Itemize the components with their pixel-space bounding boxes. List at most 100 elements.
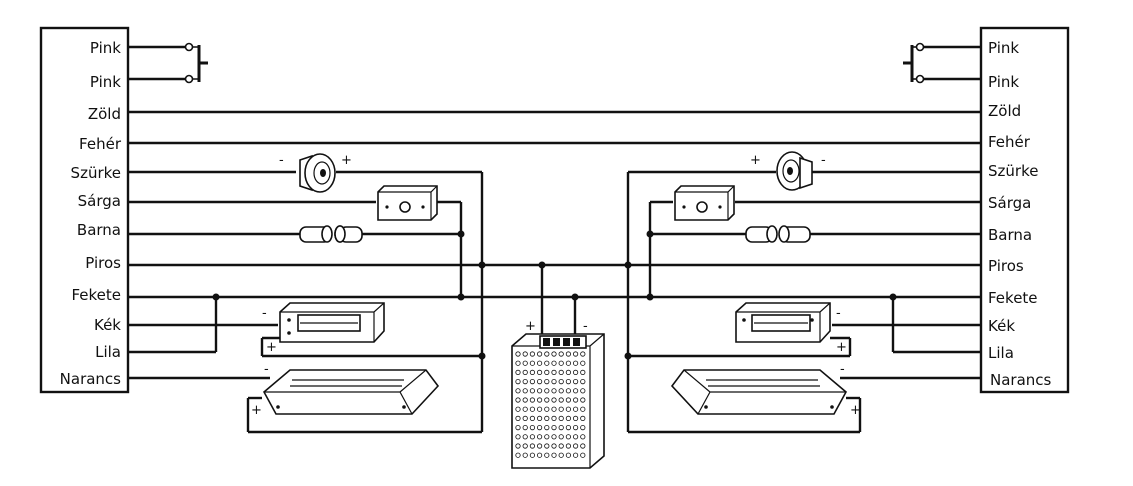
psu-vent-hole <box>544 452 550 458</box>
psu-vent-hole <box>565 378 572 385</box>
psu-vent-hole <box>544 378 550 385</box>
psu-vent-hole <box>544 434 550 440</box>
psu-vent-hole <box>515 388 521 394</box>
left-door-sensor-icon <box>299 225 363 243</box>
psu-vent-hole <box>529 443 536 449</box>
psu-vent-hole <box>580 406 586 412</box>
psu-vent-hole <box>544 360 550 366</box>
left-speaker-icon <box>299 153 336 193</box>
psu-vent-hole <box>551 369 557 375</box>
power-supply-icon <box>511 333 605 469</box>
psu-vent-hole <box>551 378 557 385</box>
psu-vent-hole <box>565 360 572 366</box>
psu-vent-hole <box>572 351 579 357</box>
psu-vent-hole <box>558 351 564 357</box>
psu-vent-hole <box>580 351 586 357</box>
left-label-barna: Barna <box>77 221 121 239</box>
left-maglock-icon <box>262 369 440 415</box>
psu-vent-hole <box>536 452 543 458</box>
polarity-marks: - + + - - + - + - + - + + - <box>251 153 861 418</box>
psu-vent-hole <box>522 378 528 385</box>
psu-vent-hole <box>565 397 572 403</box>
psu-vent-hole <box>580 434 586 440</box>
psu-vent-hole <box>551 397 557 403</box>
psu-vent-hole <box>522 443 528 449</box>
psu-vent-hole <box>522 351 528 357</box>
psu-vent-hole <box>565 434 572 440</box>
right-label-lila: Lila <box>988 344 1014 362</box>
psu-vent-hole <box>580 360 586 366</box>
psu-vent-hole <box>529 424 536 431</box>
psu-vent-hole <box>536 415 543 421</box>
psu-vent-hole <box>529 369 536 375</box>
junction-dots <box>212 230 897 360</box>
psu-vent-hole <box>572 443 579 449</box>
psu-vent-hole <box>515 351 521 357</box>
psu-minus: - <box>583 319 588 334</box>
psu-vent-hole <box>522 397 528 403</box>
right-speaker-icon <box>776 151 813 191</box>
psu-vent-hole <box>558 369 564 375</box>
right-label-pink-1: Pink <box>988 39 1019 57</box>
psu-vent-hole <box>544 388 550 394</box>
psu-vent-hole <box>515 443 521 449</box>
psu-vent-hole <box>572 434 579 440</box>
psu-vent-hole <box>580 452 586 458</box>
psu-vent-hole <box>536 397 543 403</box>
psu-vent-hole <box>558 443 564 449</box>
right-label-kek: Kék <box>988 317 1015 335</box>
psu-vent-hole <box>565 415 572 421</box>
psu-vent-hole <box>580 378 586 385</box>
right-strike-minus: - <box>836 306 841 321</box>
psu-vent-hole <box>565 443 572 449</box>
left-strike-minus: - <box>262 306 267 321</box>
left-strike-lock-icon <box>279 302 385 343</box>
psu-vent-hole <box>529 452 536 458</box>
right-speaker-minus: - <box>821 153 826 168</box>
psu-vent-hole <box>551 351 557 357</box>
psu-vent-hole <box>544 406 550 412</box>
psu-vent-hole <box>529 415 536 421</box>
psu-vent-hole <box>544 397 550 403</box>
left-maglock-minus: - <box>264 362 269 377</box>
psu-vent-hole <box>544 369 550 375</box>
psu-vent-hole <box>551 434 557 440</box>
psu-vent-hole <box>536 360 543 366</box>
right-maglock-icon <box>670 369 848 415</box>
psu-vent-hole <box>522 406 528 412</box>
left-label-szurke: Szürke <box>71 164 121 182</box>
psu-vent-hole <box>572 388 579 394</box>
psu-vent-hole <box>572 452 579 458</box>
psu-vent-hole <box>536 434 543 440</box>
left-label-piros: Piros <box>85 254 121 272</box>
psu-vent-hole <box>558 415 564 421</box>
psu-vent-hole <box>572 424 579 431</box>
psu-vent-hole <box>572 406 579 412</box>
left-label-lila: Lila <box>95 343 121 361</box>
psu-vent-hole <box>558 424 564 431</box>
psu-vent-hole <box>529 388 536 394</box>
right-label-piros: Piros <box>988 257 1024 275</box>
left-exit-button-icon <box>184 42 208 84</box>
psu-vent-hole <box>544 424 550 431</box>
left-label-fekete: Fekete <box>71 286 121 304</box>
psu-vent-hole <box>558 434 564 440</box>
right-exit-button-icon <box>903 42 925 84</box>
psu-vent-hole <box>544 351 550 357</box>
shared-buses <box>128 110 981 299</box>
psu-vent-hole <box>580 388 586 394</box>
psu-vent-hole <box>551 360 557 366</box>
left-label-kek: Kék <box>94 316 121 334</box>
psu-vent-hole <box>536 369 543 375</box>
psu-vent-hole <box>558 397 564 403</box>
psu-vent-hole <box>522 360 528 366</box>
psu-vent-hole <box>515 434 521 440</box>
power-supply-leads <box>540 265 577 345</box>
left-label-sarga: Sárga <box>78 192 121 210</box>
psu-vent-hole <box>522 424 528 431</box>
psu-vent-hole <box>565 424 572 431</box>
psu-vent-hole <box>572 360 579 366</box>
psu-vent-hole <box>515 415 521 421</box>
psu-vent-hole <box>565 388 572 394</box>
psu-vent-hole <box>536 351 543 357</box>
